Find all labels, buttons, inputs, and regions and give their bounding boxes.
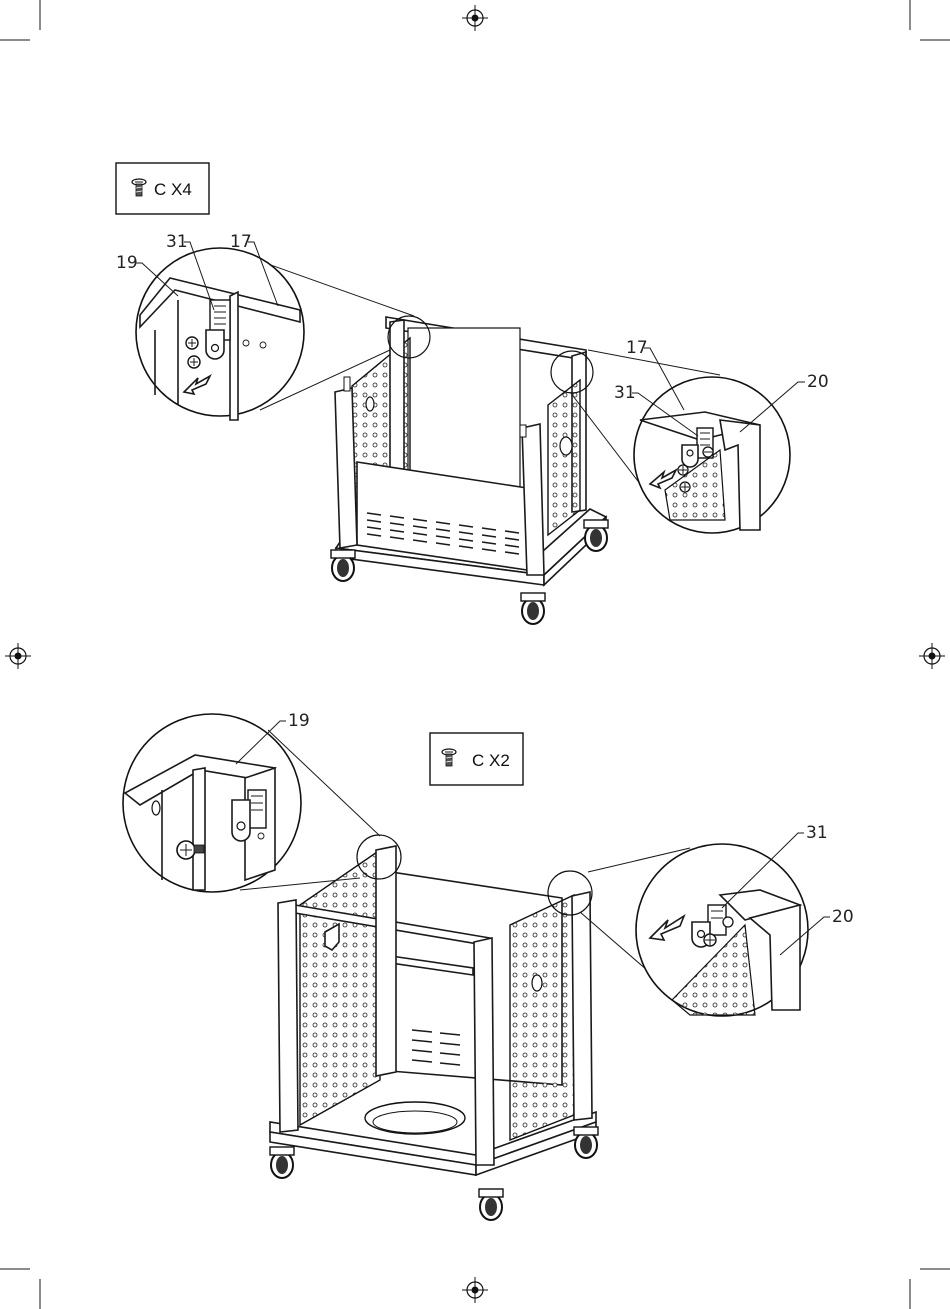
caster-front-right [479,1189,503,1220]
hardware-quantity: C X2 [472,751,510,770]
registration-mark-bottom [462,1277,488,1303]
registration-mark-right [919,643,945,669]
step-two-cart-frame [270,846,598,1220]
registration-mark-top [462,5,488,31]
step-one-cart-frame [331,317,608,624]
hardware-quantity: C X4 [154,180,192,199]
step-one-detail-right [551,350,790,533]
caster-front-right [521,593,545,624]
step-two-hardware-box: C X2 [430,733,523,785]
caster-front-left [331,550,355,581]
caster-back-right [574,1127,598,1158]
step-one-hardware-box: C X4 [116,163,209,214]
caster-front-left [270,1147,294,1178]
part-label-20: 20 [807,372,829,392]
part-label-31: 31 [806,823,828,843]
part-label-19: 19 [288,711,310,731]
part-label-19: 19 [116,253,138,273]
registration-mark-left [5,643,31,669]
part-label-20: 20 [832,907,854,927]
caster-back-right [584,520,608,551]
